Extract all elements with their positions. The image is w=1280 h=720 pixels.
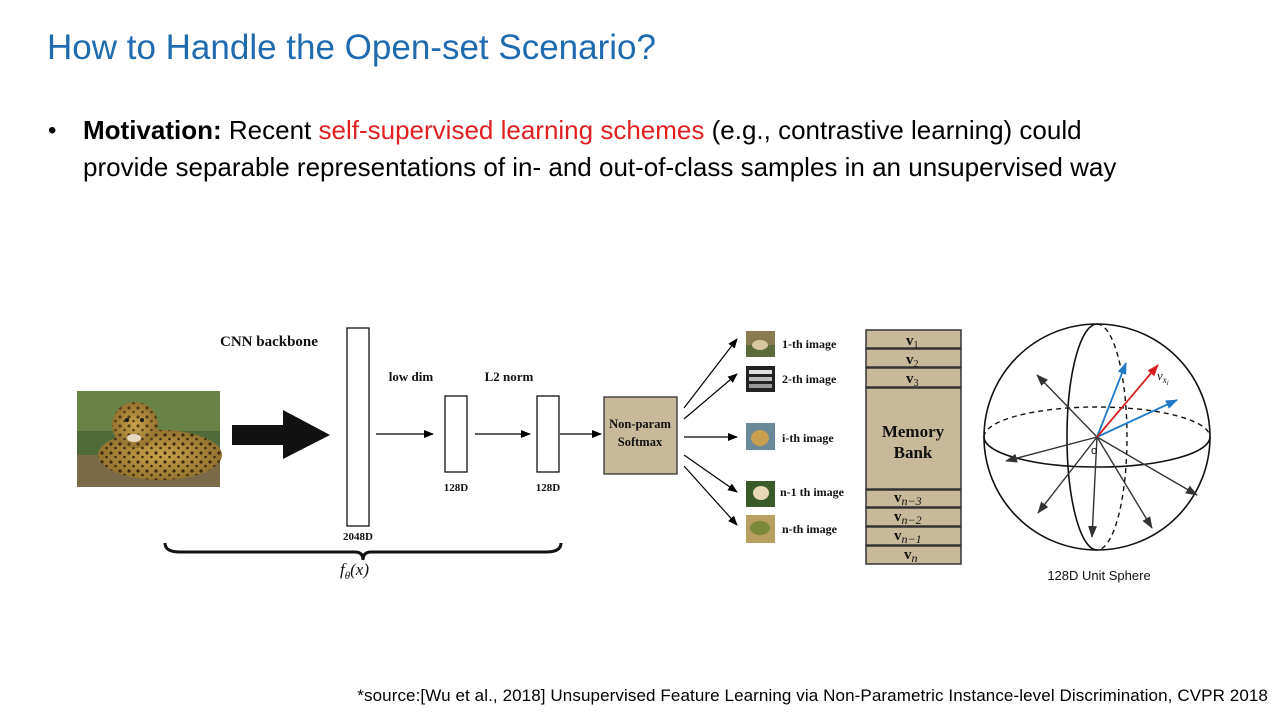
nonparam-softmax-box — [603, 396, 678, 475]
fan-arrow-2 — [683, 373, 738, 420]
dim-128-a-label: 128D — [444, 482, 469, 494]
image-label-1: 1-th image — [782, 337, 837, 351]
memory-vn: vn — [904, 547, 918, 565]
function-label: fθ(x) — [340, 560, 369, 582]
bullet-post: (e.g., contrastive learning) could — [711, 115, 1082, 145]
memory-vn1: vn−1 — [894, 528, 922, 546]
dim-128-b-label: 128D — [536, 482, 561, 494]
bullet-text: Motivation: Recent self-supervised learn… — [83, 112, 1263, 186]
cnn-backbone-label: CNN backbone — [220, 334, 318, 350]
softmax-line2: Softmax — [618, 435, 663, 449]
thumbnail-n1 — [746, 481, 775, 507]
bullet-highlight: self-supervised learning schemes — [318, 115, 705, 145]
thumbnail-1 — [746, 331, 775, 357]
sphere-origin-label: o — [1091, 445, 1097, 457]
bullet-line-2: provide separable representations of in-… — [83, 152, 1117, 182]
dim-2048-label: 2048D — [343, 531, 373, 543]
fan-arrow-n1 — [683, 454, 738, 493]
image-label-2: 2-th image — [782, 372, 837, 386]
image-label-i: i-th image — [782, 431, 834, 445]
slide-title: How to Handle the Open-set Scenario? — [47, 28, 656, 67]
l2-norm-label: L2 norm — [485, 369, 534, 384]
memory-vn3: vn−3 — [894, 490, 922, 508]
memory-v1: v1 — [906, 333, 919, 351]
low-dim-box — [444, 395, 468, 473]
memory-bank — [865, 329, 962, 565]
sphere-caption: 128D Unit Sphere — [1047, 568, 1150, 583]
memory-bank-title-2: Bank — [894, 443, 933, 462]
input-arrow — [232, 410, 330, 459]
thumbnail-2 — [746, 366, 775, 392]
memory-bank-title-1: Memory — [882, 422, 945, 441]
cnn-2048d-box — [346, 327, 370, 527]
unit-sphere — [983, 323, 1211, 551]
image-label-n1: n-1 th image — [780, 485, 845, 499]
memory-v2: v2 — [906, 352, 919, 370]
bullet-line-1: Motivation: Recent self-supervised learn… — [83, 112, 1263, 149]
low-dim-label: low dim — [389, 369, 434, 384]
bullet-dot: • — [48, 117, 57, 144]
instance-discrimination-diagram: CNN backbone 2048D low dim 128D L2 norm … — [77, 323, 1211, 583]
sphere-vector-label: vxi — [1157, 368, 1169, 387]
memory-v3: v3 — [906, 371, 919, 389]
l2-norm-box — [536, 395, 560, 473]
sphere-vectors — [1005, 362, 1198, 538]
backbone-brace — [163, 542, 563, 561]
memory-vn2: vn−2 — [894, 509, 922, 527]
source-citation: *source:[Wu et al., 2018] Unsupervised F… — [357, 686, 1268, 705]
fan-arrow-n — [683, 465, 738, 526]
softmax-line1: Non-param — [609, 417, 671, 431]
bullet-pre: Recent — [228, 115, 312, 145]
image-label-n: n-th image — [782, 522, 838, 536]
bullet-lead: Motivation: — [83, 115, 222, 145]
thumbnail-n — [746, 515, 775, 543]
thumbnail-i — [746, 423, 775, 450]
leopard-photo — [77, 391, 222, 487]
fan-arrow-1 — [683, 338, 738, 409]
